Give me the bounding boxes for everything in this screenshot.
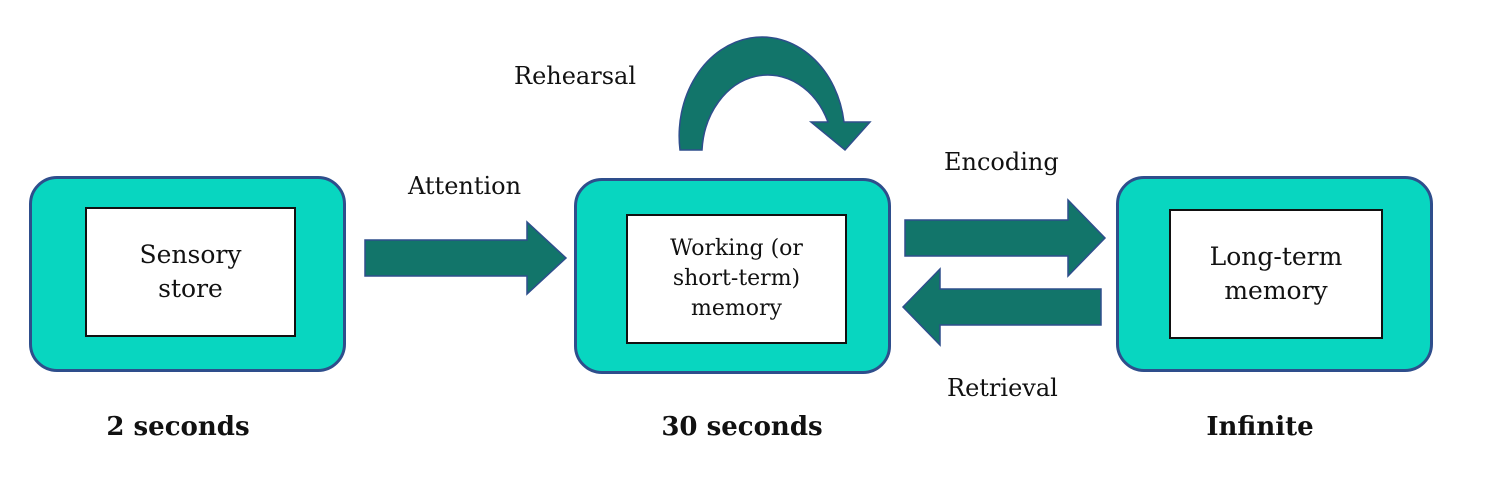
- sensory-duration: 2 seconds: [106, 412, 250, 442]
- longterm-line-1: Long-term: [1209, 242, 1343, 271]
- longterm-duration: Infinite: [1206, 412, 1314, 442]
- sensory-line-2: store: [158, 274, 223, 303]
- working-line-3: memory: [691, 296, 782, 321]
- sensory-store-box: Sensory store: [29, 176, 346, 372]
- encoding-label: Encoding: [944, 148, 1059, 176]
- working-memory-box: Working (or short-term) memory: [574, 178, 891, 374]
- encoding-arrow: [904, 198, 1107, 278]
- attention-label: Attention: [408, 172, 522, 200]
- attention-arrow: [364, 220, 568, 296]
- rehearsal-arrow: [678, 36, 872, 152]
- long-term-memory-box: Long-term memory: [1116, 176, 1433, 372]
- retrieval-label: Retrieval: [947, 374, 1058, 402]
- sensory-store-label-box: Sensory store: [85, 207, 296, 337]
- long-term-memory-label-box: Long-term memory: [1169, 209, 1383, 339]
- working-line-1: Working (or: [670, 236, 803, 261]
- sensory-line-1: Sensory: [139, 240, 242, 269]
- working-line-2: short-term): [672, 266, 801, 291]
- retrieval-arrow: [901, 267, 1102, 347]
- rehearsal-label: Rehearsal: [514, 62, 637, 90]
- working-memory-label-box: Working (or short-term) memory: [626, 214, 847, 344]
- working-duration: 30 seconds: [661, 412, 823, 442]
- longterm-line-2: memory: [1224, 276, 1328, 305]
